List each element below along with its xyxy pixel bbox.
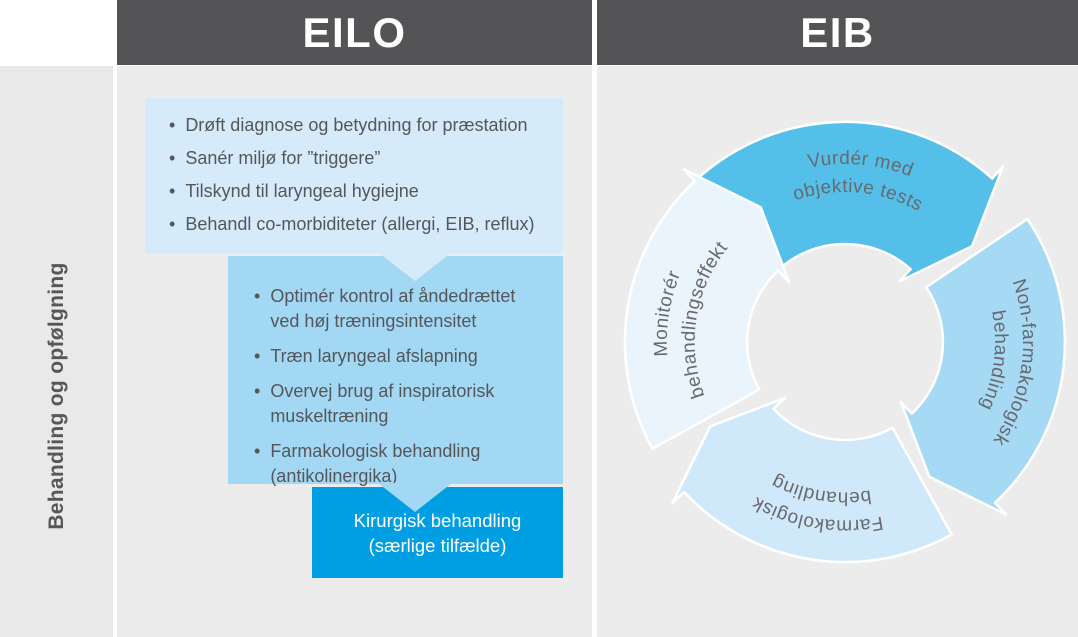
- flow-arrow-down-icon: [378, 483, 452, 512]
- bullet-item: Sanér miljø for ”triggere”: [169, 147, 557, 169]
- bullet-text: Overvej brug af inspiratorisk muskeltræn…: [270, 381, 495, 426]
- bullet-item: Tilskynd til laryngeal hygiejne: [169, 180, 557, 202]
- bullet-text: Sanér miljø for ”triggere”: [185, 148, 381, 168]
- eilo-step2-box: Optimér kontrol af åndedrættet ved høj t…: [228, 256, 563, 486]
- bullet-item: Overvej brug af inspiratorisk muskeltræn…: [254, 379, 522, 429]
- step3-line1: Kirurgisk behandling: [353, 509, 522, 531]
- eilo-header-title: EILO: [302, 8, 407, 56]
- eilo-header: EILO: [117, 0, 592, 65]
- row-label: Behandling og opfølgning: [44, 262, 68, 530]
- bullet-item: Optimér kontrol af åndedrættet ved høj t…: [254, 284, 522, 334]
- step3-line2: (særlige tilfælde): [368, 534, 507, 556]
- eilo-step1-box: Drøft diagnose og betydning for præstati…: [145, 98, 563, 253]
- bullet-text: Træn laryngeal afslapning: [270, 346, 478, 366]
- cycle-segment-non-farmakologisk-behandling: [899, 217, 1067, 516]
- eib-cycle-diagram: Vurdér med objektive tests Non-farmakolo…: [623, 120, 1067, 564]
- bullet-text: Tilskynd til laryngeal hygiejne: [185, 181, 419, 201]
- bullet-item: Farmakologisk behandling (antikolinergik…: [254, 439, 522, 489]
- cycle-segment-farmakologisk-behandling: [671, 396, 953, 564]
- bullet-item: Behandl co-morbiditeter (allergi, EIB, r…: [169, 213, 557, 235]
- bullet-text: Drøft diagnose og betydning for præstati…: [185, 115, 528, 135]
- eilo-step3-box: Kirurgisk behandling (særlige tilfælde): [312, 487, 563, 578]
- eilo-step2-bullets: Optimér kontrol af åndedrættet ved høj t…: [228, 256, 542, 489]
- row-label-sidebar: Behandling og opfølgning: [0, 66, 113, 637]
- bullet-item: Drøft diagnose og betydning for præstati…: [169, 114, 557, 136]
- eib-header: EIB: [597, 0, 1078, 65]
- cycle-segment-monitorer-behandlingseffekt: [623, 168, 791, 450]
- eilo-step1-bullets: Drøft diagnose og betydning for præstati…: [145, 98, 563, 235]
- eib-header-title: EIB: [800, 8, 875, 56]
- bullet-text: Optimér kontrol af åndedrættet ved høj t…: [270, 286, 516, 331]
- bullet-text: Farmakologisk behandling (antikolinergik…: [270, 441, 481, 486]
- bullet-text: Behandl co-morbiditeter (allergi, EIB, r…: [185, 214, 535, 234]
- bullet-item: Træn laryngeal afslapning: [254, 344, 522, 369]
- flow-arrow-down-icon: [378, 252, 452, 281]
